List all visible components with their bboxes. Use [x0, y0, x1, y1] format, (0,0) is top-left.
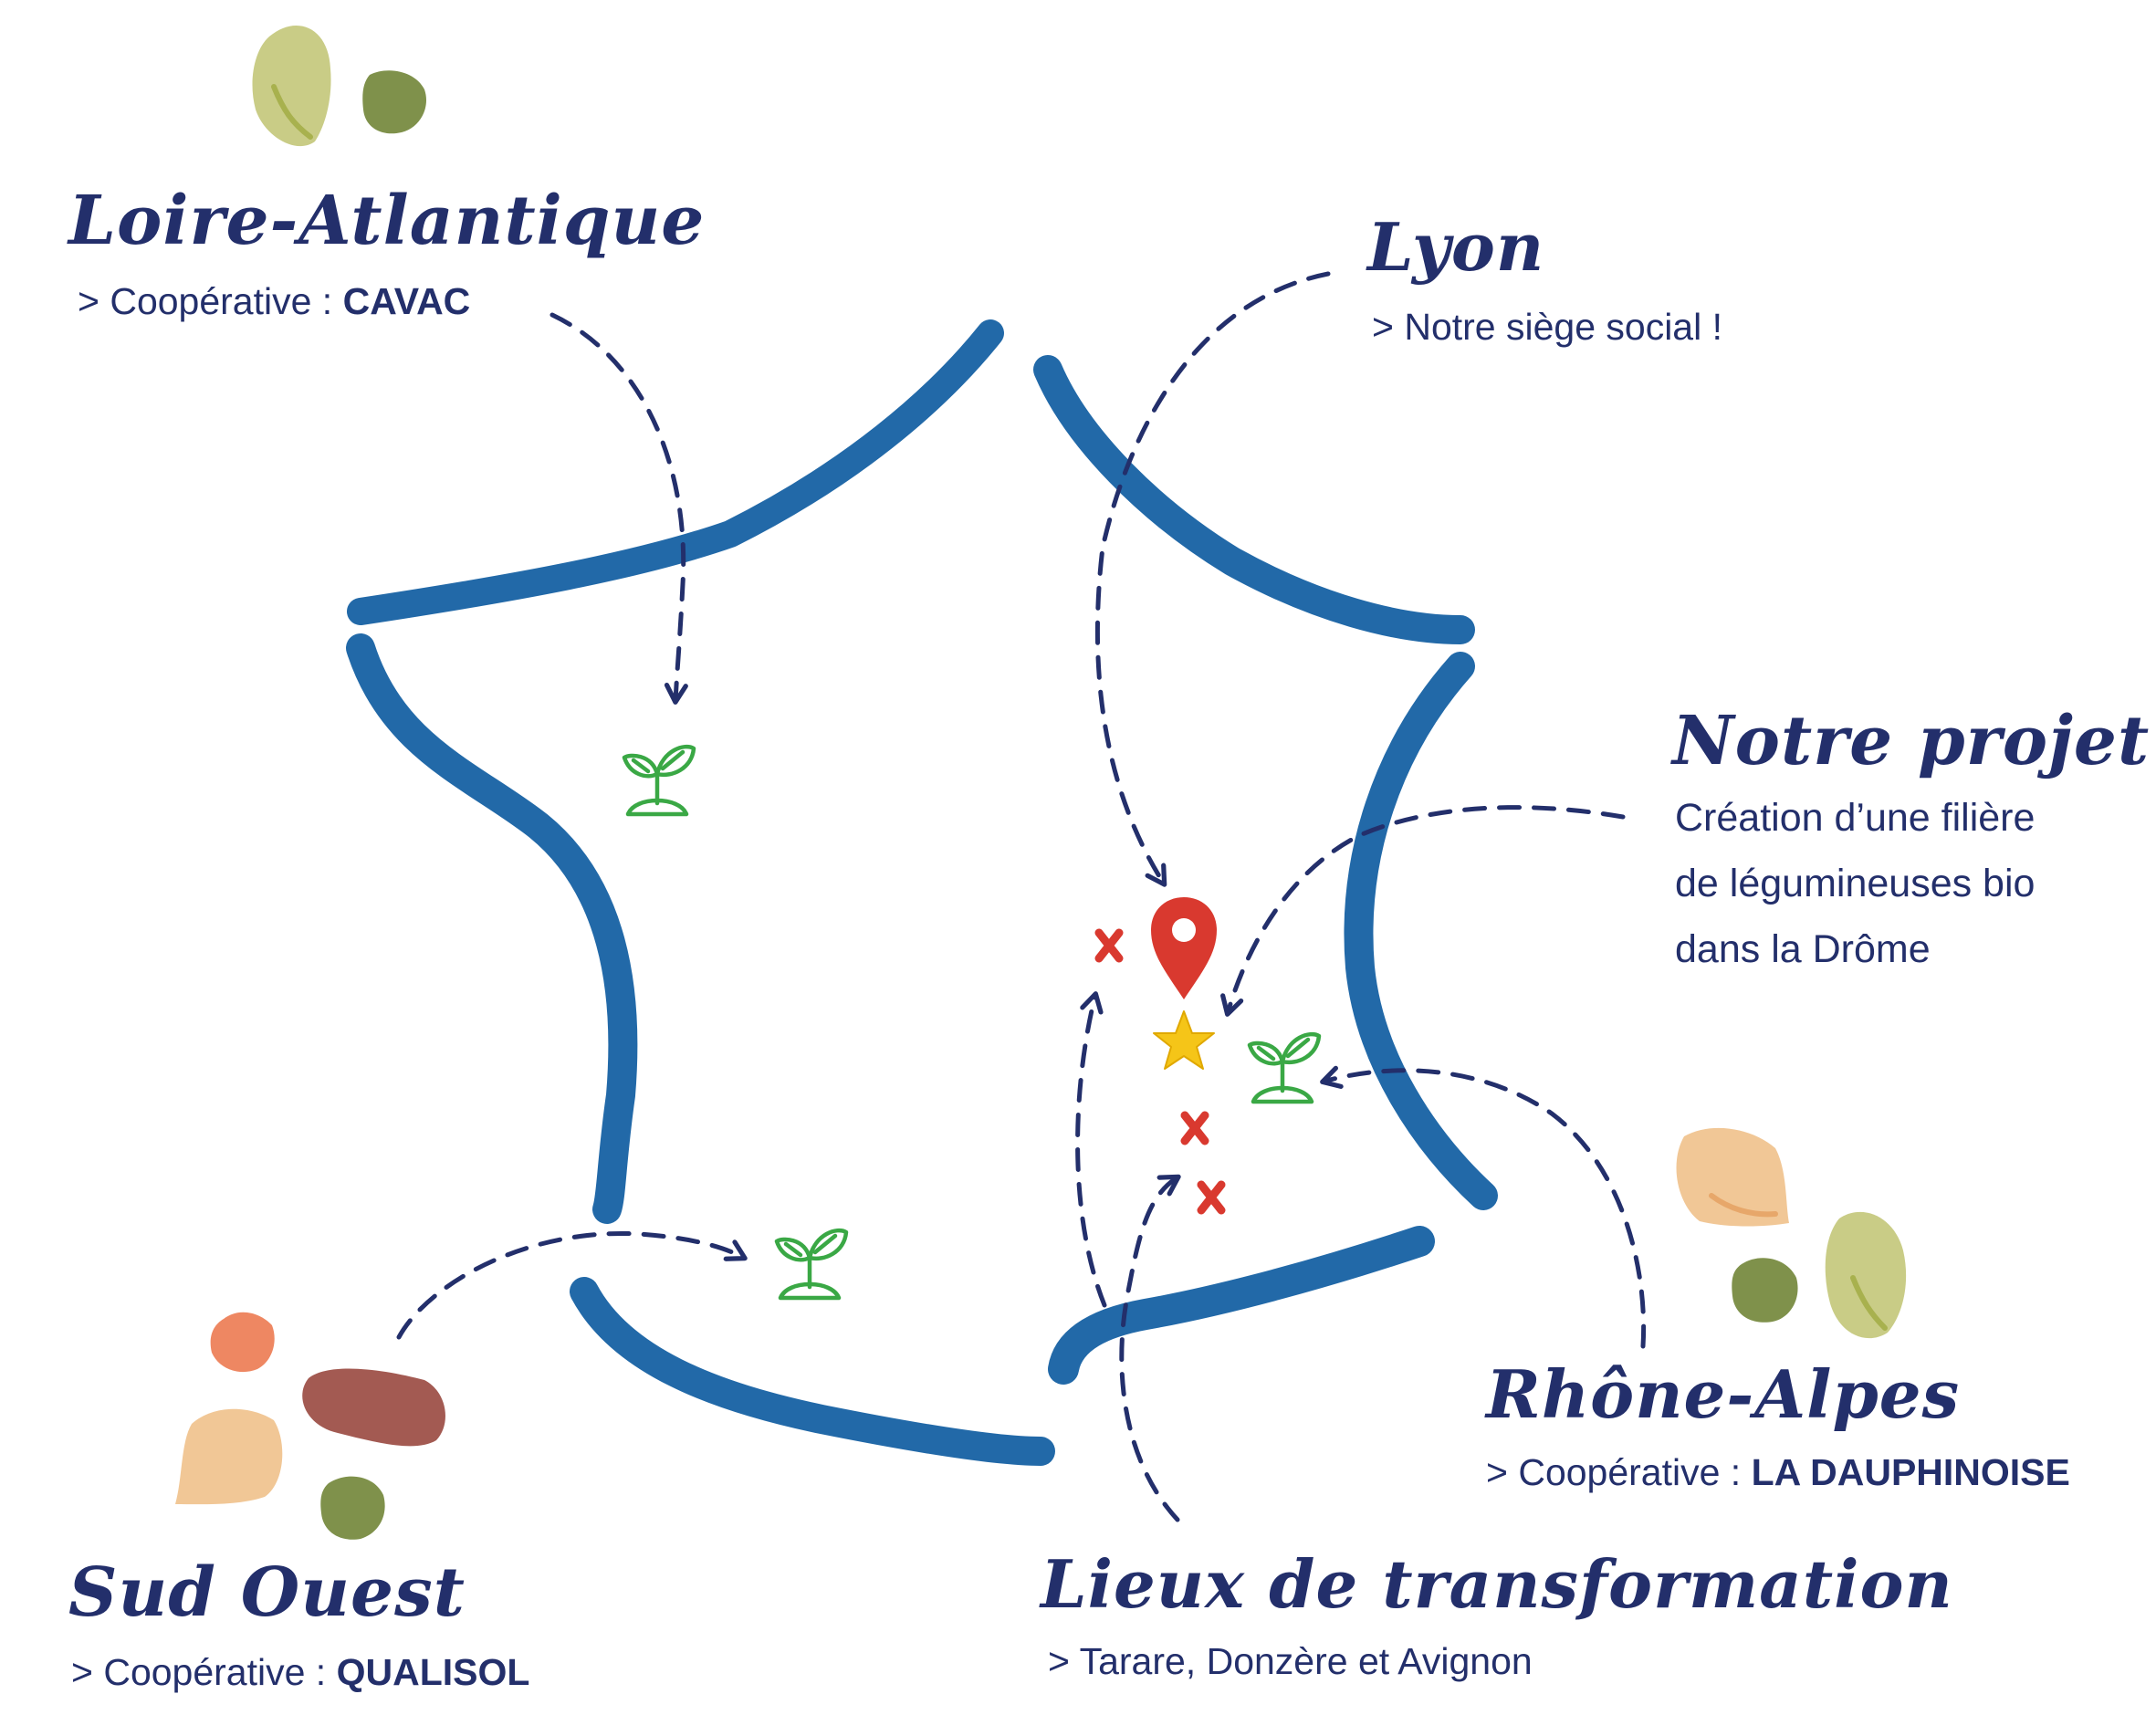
cross-mark-icon: [1094, 928, 1124, 963]
cooperative-prefix: > Coopérative :: [1486, 1451, 1752, 1493]
project-line-1: Création d’une filière: [1675, 796, 2036, 840]
border-north: [347, 319, 1004, 625]
sprout-icon: [1247, 1031, 1322, 1104]
border-east: [1344, 652, 1498, 1210]
france-outline: [346, 319, 1498, 1466]
lyon-subtitle: > Notre siège social !: [1372, 306, 1722, 348]
border-west: [346, 633, 638, 1224]
region-title-lyon: Lyon: [1367, 208, 1545, 286]
arrow-lieux-tarare: [1075, 991, 1107, 1308]
sprout-icon: [774, 1228, 849, 1301]
cooperative-line-sudouest: > Coopérative : QUALISOL: [71, 1654, 529, 1691]
cooperative-name-cavac: CAVAC: [342, 280, 471, 322]
project-line-3: dans la Drôme: [1675, 927, 1931, 971]
cooperative-name-qualisol: QUALISOL: [336, 1651, 530, 1693]
cooperative-line-rhone: > Coopérative : LA DAUPHINOISE: [1486, 1454, 2070, 1491]
border-south-east: [1048, 1226, 1435, 1385]
region-title-sudouest: Sud Ouest: [68, 1553, 466, 1632]
connector-arrows: [396, 271, 1647, 1522]
border-south: [570, 1277, 1055, 1466]
cooperative-line-loire: > Coopérative : CAVAC: [78, 283, 470, 320]
arrow-rhone: [1320, 1065, 1647, 1349]
arrow-projet: [1220, 805, 1626, 1017]
project-title: Notre projet: [1672, 702, 2151, 780]
cooperative-prefix: > Coopérative :: [71, 1651, 337, 1693]
star-icon: [1153, 1010, 1215, 1070]
arrow-sudouest: [396, 1230, 748, 1340]
cross-mark-icon: [1197, 1180, 1226, 1215]
legume-decoration-loire: [252, 25, 427, 147]
cross-mark-icon: [1180, 1111, 1209, 1145]
lieux-title: Lieux de transformation: [1041, 1545, 1953, 1623]
cooperative-name-la-dauphinoise: LA DAUPHINOISE: [1751, 1451, 2070, 1493]
map-pin-icon: [1151, 897, 1217, 999]
arrow-lieux-donzere: [1119, 1174, 1181, 1522]
arrow-loire: [549, 312, 688, 705]
region-title-loire: Loire-Atlantique: [68, 182, 706, 260]
sprout-icon: [622, 744, 696, 817]
region-title-rhone: Rhône-Alpes: [1486, 1355, 1961, 1433]
arrow-lyon: [1094, 271, 1331, 887]
border-northeast: [1033, 355, 1475, 644]
lieux-subtitle: > Tarare, Donzère et Avignon: [1048, 1640, 1533, 1682]
legume-decoration-sudouest: [175, 1312, 445, 1540]
cooperative-prefix: > Coopérative :: [78, 280, 343, 322]
project-description: Création d’une filière de légumineuses b…: [1675, 785, 2035, 982]
legume-decoration-rhone: [1676, 1127, 1907, 1339]
project-line-2: de légumineuses bio: [1675, 862, 2036, 905]
